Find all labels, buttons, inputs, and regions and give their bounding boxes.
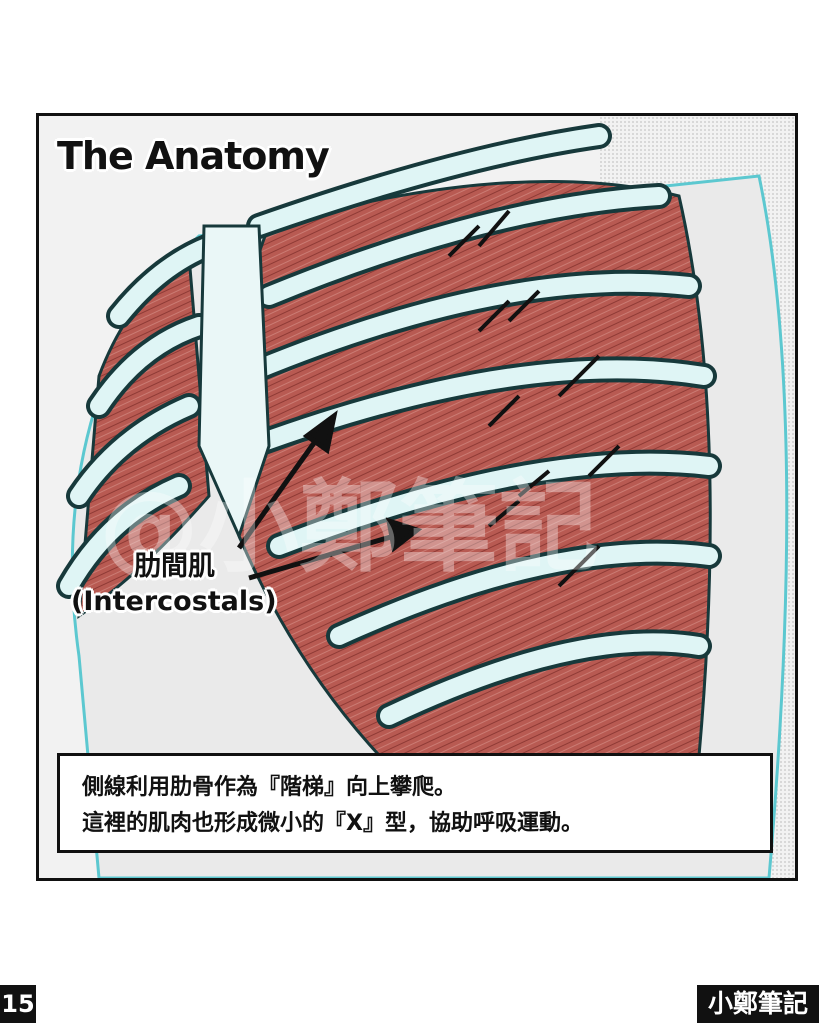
fiber-direction-arrows bbox=[447, 209, 621, 588]
comic-panel: @小鄭筆記 The Anatomy 肋間肌 (Intercostals) 側線利… bbox=[36, 113, 798, 881]
label-intercostals-zh: 肋間肌 bbox=[134, 551, 215, 582]
caption-line: 這裡的肌肉也形成微小的『X』型，協助呼吸運動。 bbox=[82, 811, 583, 836]
ribcage-illustration bbox=[39, 116, 795, 878]
watermark: @小鄭筆記 bbox=[99, 469, 599, 586]
brand-label: 小鄭筆記 bbox=[697, 985, 819, 1023]
page-number: 15 bbox=[0, 985, 36, 1023]
label-pointer-arrows bbox=[236, 410, 423, 581]
caption-box: 側線利用肋骨作為『階梯』向上攀爬。 這裡的肌肉也形成微小的『X』型，協助呼吸運動… bbox=[57, 753, 773, 853]
label-intercostals-en: (Intercostals) bbox=[71, 586, 277, 617]
panel-title: The Anatomy bbox=[57, 134, 330, 178]
caption-line: 側線利用肋骨作為『階梯』向上攀爬。 bbox=[82, 775, 457, 800]
sternum bbox=[197, 224, 271, 541]
